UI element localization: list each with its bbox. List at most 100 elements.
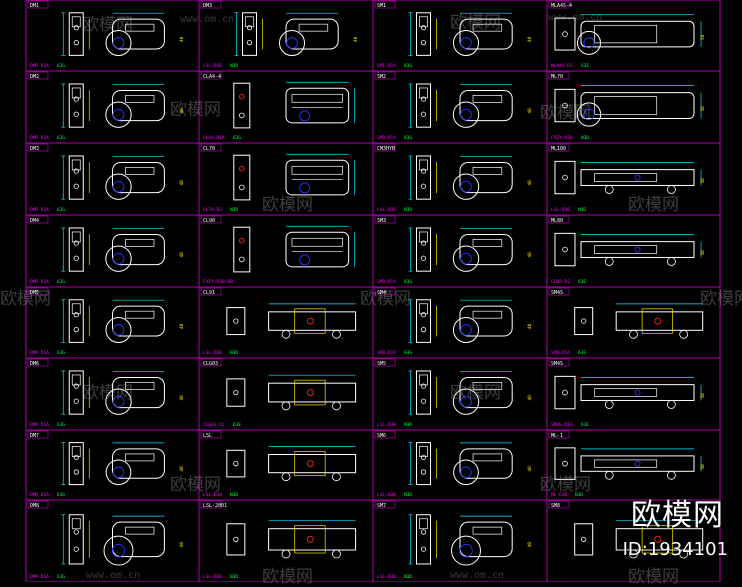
dimension-value: 40 — [527, 542, 533, 548]
drawing-circle — [634, 246, 641, 253]
drawing-outline — [554, 160, 576, 195]
drawing-circle — [281, 549, 291, 559]
drawing-circle — [233, 389, 239, 396]
drawing-outline — [112, 521, 165, 558]
drawing-circle — [460, 466, 472, 479]
drawing-outline — [554, 232, 576, 267]
drawing-circle — [451, 535, 481, 566]
drawing-circle — [233, 318, 239, 324]
drawing-outline — [291, 165, 343, 175]
drawing-outline — [580, 241, 695, 258]
dimension-value: 40 — [527, 466, 533, 472]
drawing-outline — [459, 18, 513, 50]
drawing-outline — [374, 358, 396, 367]
drawing-circle — [238, 93, 245, 100]
drawing-circle — [667, 185, 676, 194]
dimension-value: 40 — [527, 180, 533, 186]
drawing-circle — [562, 31, 568, 37]
drawing-model-label: CLG03-D2 — [203, 422, 225, 428]
drawing-code-label: SM2 — [377, 74, 386, 80]
drawing-outline — [68, 370, 84, 415]
drawing-outline — [233, 226, 251, 273]
drawing-circle — [103, 535, 134, 566]
drawing-note-label: 63G — [233, 135, 241, 141]
drawing-outline — [112, 161, 165, 194]
drawing-outline — [68, 442, 84, 486]
drawing-outline — [594, 459, 658, 468]
drawing-circle — [73, 96, 79, 102]
drawing-outline — [125, 95, 155, 103]
drawing-outline — [68, 155, 84, 200]
drawing-model-label: SM4S-D1A — [551, 422, 573, 428]
drawing-outline — [374, 215, 396, 224]
drawing-outline — [615, 311, 704, 331]
drawing-note-label: N3D — [230, 350, 238, 356]
drawing-outline — [374, 500, 396, 509]
drawing-model-label: LSL-D3B — [377, 422, 396, 428]
dimension-value: 50 — [700, 106, 706, 112]
drawing-outline — [200, 0, 222, 9]
drawing-model-label: SMI-D1A — [377, 63, 396, 69]
drawing-note-label: N3D — [230, 63, 238, 69]
drawing-circle — [233, 536, 239, 542]
drawing-circle — [420, 168, 427, 174]
drawing-outline — [580, 455, 695, 472]
drawing-outline — [226, 307, 246, 336]
drawing-note-label: 63G — [404, 63, 412, 69]
drawing-code-label: SM3 — [377, 218, 386, 224]
drawing-note-label: N3D — [578, 207, 586, 213]
drawing-outline — [71, 303, 81, 315]
drawing-note-label: 63E — [233, 422, 241, 428]
drawing-outline — [459, 233, 513, 266]
drawing-outline — [554, 88, 576, 123]
drawing-outline — [226, 449, 246, 478]
dimension-value: 50 — [700, 464, 706, 470]
drawing-model-label: SM3-D1A — [377, 350, 396, 356]
drawing-circle — [420, 454, 427, 460]
drawing-outline — [200, 500, 222, 509]
drawing-outline — [374, 143, 396, 152]
drawing-circle — [679, 329, 689, 339]
drawing-code-label: SM4S — [551, 290, 563, 296]
drawing-outline — [68, 514, 84, 565]
drawing-model-label: SM4-D1A — [551, 350, 570, 356]
drawing-circle — [332, 329, 341, 339]
drawing-circle — [452, 245, 480, 272]
drawing-circle — [654, 317, 662, 325]
dimension-value: 40 — [527, 36, 533, 42]
drawing-outline — [416, 83, 431, 128]
drawing-outline — [641, 525, 673, 554]
drawing-circle — [420, 529, 427, 535]
dimension-value: 40 — [179, 252, 185, 258]
drawing-outline — [416, 227, 431, 272]
drawing-circle — [299, 182, 311, 194]
drawing-outline — [285, 231, 350, 268]
drawing-model-label: DMR-D1A — [30, 207, 49, 213]
dimension-value: 40 — [527, 108, 533, 114]
drawing-model-label: DMR-D1A — [30, 574, 49, 580]
drawing-outline — [472, 23, 503, 32]
drawing-circle — [105, 173, 132, 200]
drawing-circle — [667, 400, 676, 409]
drawing-circle — [460, 37, 472, 49]
drawing-circle — [562, 174, 568, 181]
drawing-circle — [420, 240, 427, 246]
drawing-code-label: CM3HYB — [377, 146, 395, 152]
drawing-circle — [286, 37, 298, 49]
dimension-value: 40 — [179, 323, 185, 329]
drawing-outline — [125, 310, 155, 319]
drawing-outline — [245, 16, 254, 28]
drawing-outline — [374, 71, 396, 80]
drawing-code-label: MLA4S-4 — [551, 3, 572, 9]
